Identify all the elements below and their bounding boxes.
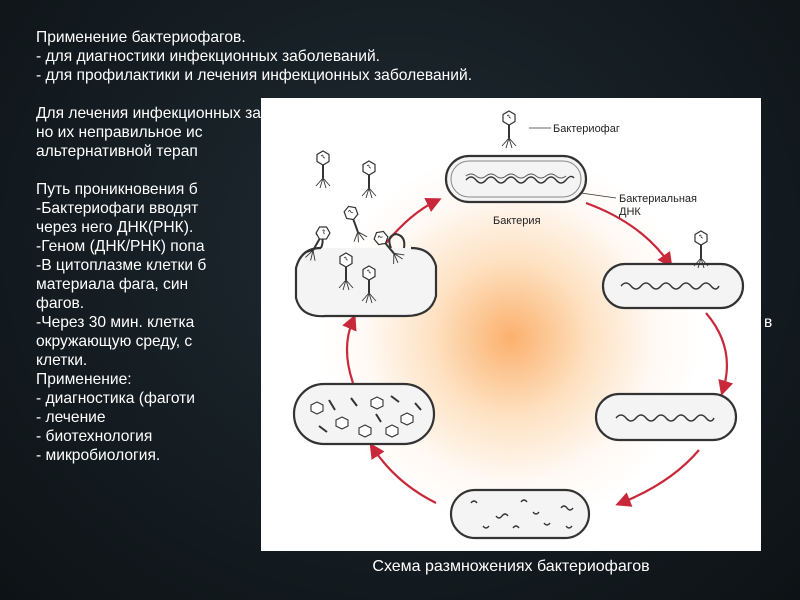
- cycle-arrows: [342, 198, 734, 507]
- text-line: - диагностика (фаготи: [36, 390, 196, 407]
- text-line: Путь проникновения б: [36, 181, 198, 198]
- text-line: -Через 30 мин. клетка в: [36, 313, 776, 332]
- label-dna-1: Бактериальная: [619, 193, 697, 205]
- text-line: -Бактериофаги вводят: [36, 200, 199, 217]
- text-line: но их неправильное ис: [36, 124, 203, 141]
- arrow-1: [585, 201, 673, 269]
- label-bacterium: Бактерия: [493, 215, 541, 227]
- label-dna-2: ДНК: [619, 206, 641, 218]
- text-line: фагов.: [36, 295, 85, 312]
- text-line: Применение:: [36, 371, 132, 388]
- text-line: материала фага, син: [36, 276, 189, 293]
- text-line: клетки.: [36, 352, 88, 369]
- label-phage: Бактериофаг: [553, 123, 620, 135]
- bacterium-left-upper: [294, 232, 438, 318]
- slide-text: Применение бактериофагов. - для диагност…: [36, 28, 776, 465]
- bacterium-top: [444, 110, 617, 204]
- text-line: Применение бактериофагов.: [36, 29, 246, 46]
- bacterium-bottom: [449, 488, 591, 540]
- bacterium-right-lower: [594, 392, 738, 442]
- text-line: окружающую среду, с: [36, 333, 193, 350]
- arrow-2: [705, 312, 734, 396]
- figure-caption: Схема размножениях бактериофагов: [372, 558, 650, 575]
- text-line: -В цитоплазме клетки б: [36, 257, 207, 274]
- text-line: через него ДНК(РНК).: [36, 219, 194, 236]
- bacterium-right-upper: [601, 230, 745, 310]
- text-line: - для диагностики инфекционных заболеван…: [36, 48, 380, 65]
- arrow-3: [615, 449, 700, 507]
- text-line: альтернативной терап: [36, 143, 198, 160]
- text-line: - биотехнология: [36, 428, 153, 445]
- text-line: - лечение: [36, 409, 106, 426]
- arrow-6: [385, 198, 442, 244]
- arrow-5: [342, 314, 357, 384]
- phage-cycle-figure: Бактериофаг Бактериальная ДНК Бактерия: [261, 98, 761, 551]
- arrow-4: [369, 442, 437, 504]
- cycle-diagram: Бактериофаг Бактериальная ДНК Бактерия: [292, 110, 745, 540]
- bacterium-left-lower: [292, 382, 436, 446]
- text-line: -Геном (ДНК/РНК) попа: [36, 238, 205, 255]
- text-line: - для профилактики и лечения инфекционны…: [36, 67, 473, 84]
- text-line-tail: в: [764, 314, 773, 331]
- text-line: - микробиология.: [36, 447, 161, 464]
- text-line-start: -Через 30 мин. клетка: [36, 314, 195, 331]
